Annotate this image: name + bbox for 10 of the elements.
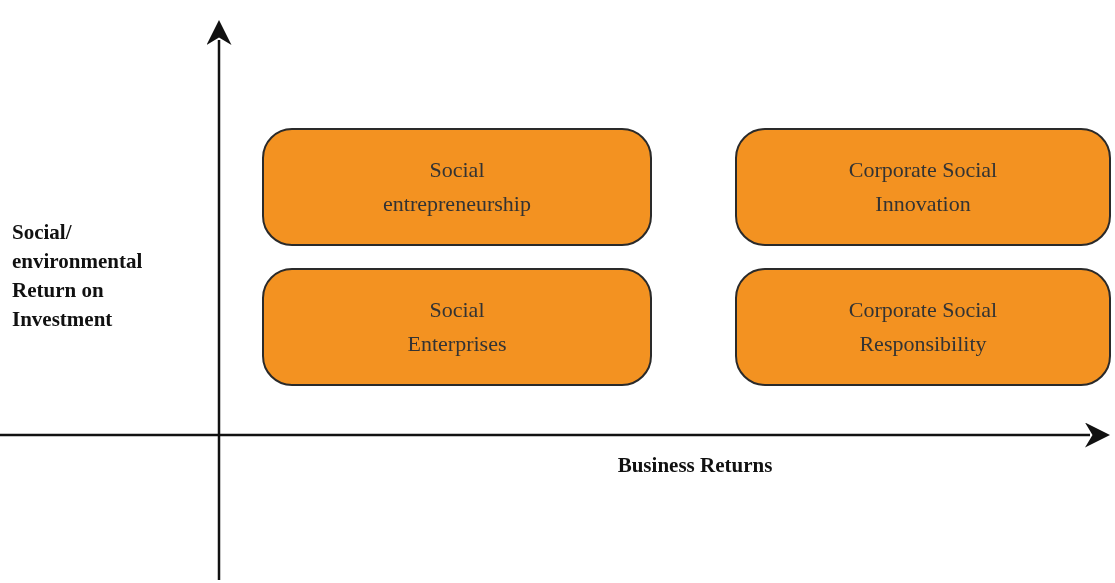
axis-title: Business Returns	[616, 452, 774, 479]
rounded-box	[735, 128, 1111, 246]
rounded-box	[735, 268, 1111, 386]
box-label: Corporate Social Responsibility	[847, 296, 999, 358]
box-label: Social Enterprises	[406, 296, 508, 358]
rounded-box	[262, 268, 652, 386]
box-label: Social entrepreneurship	[382, 156, 532, 218]
box-label: Corporate Social Innovation	[847, 156, 999, 218]
axis-title: Social/ environmental Return on Investment	[12, 219, 144, 333]
rounded-box	[262, 128, 652, 246]
